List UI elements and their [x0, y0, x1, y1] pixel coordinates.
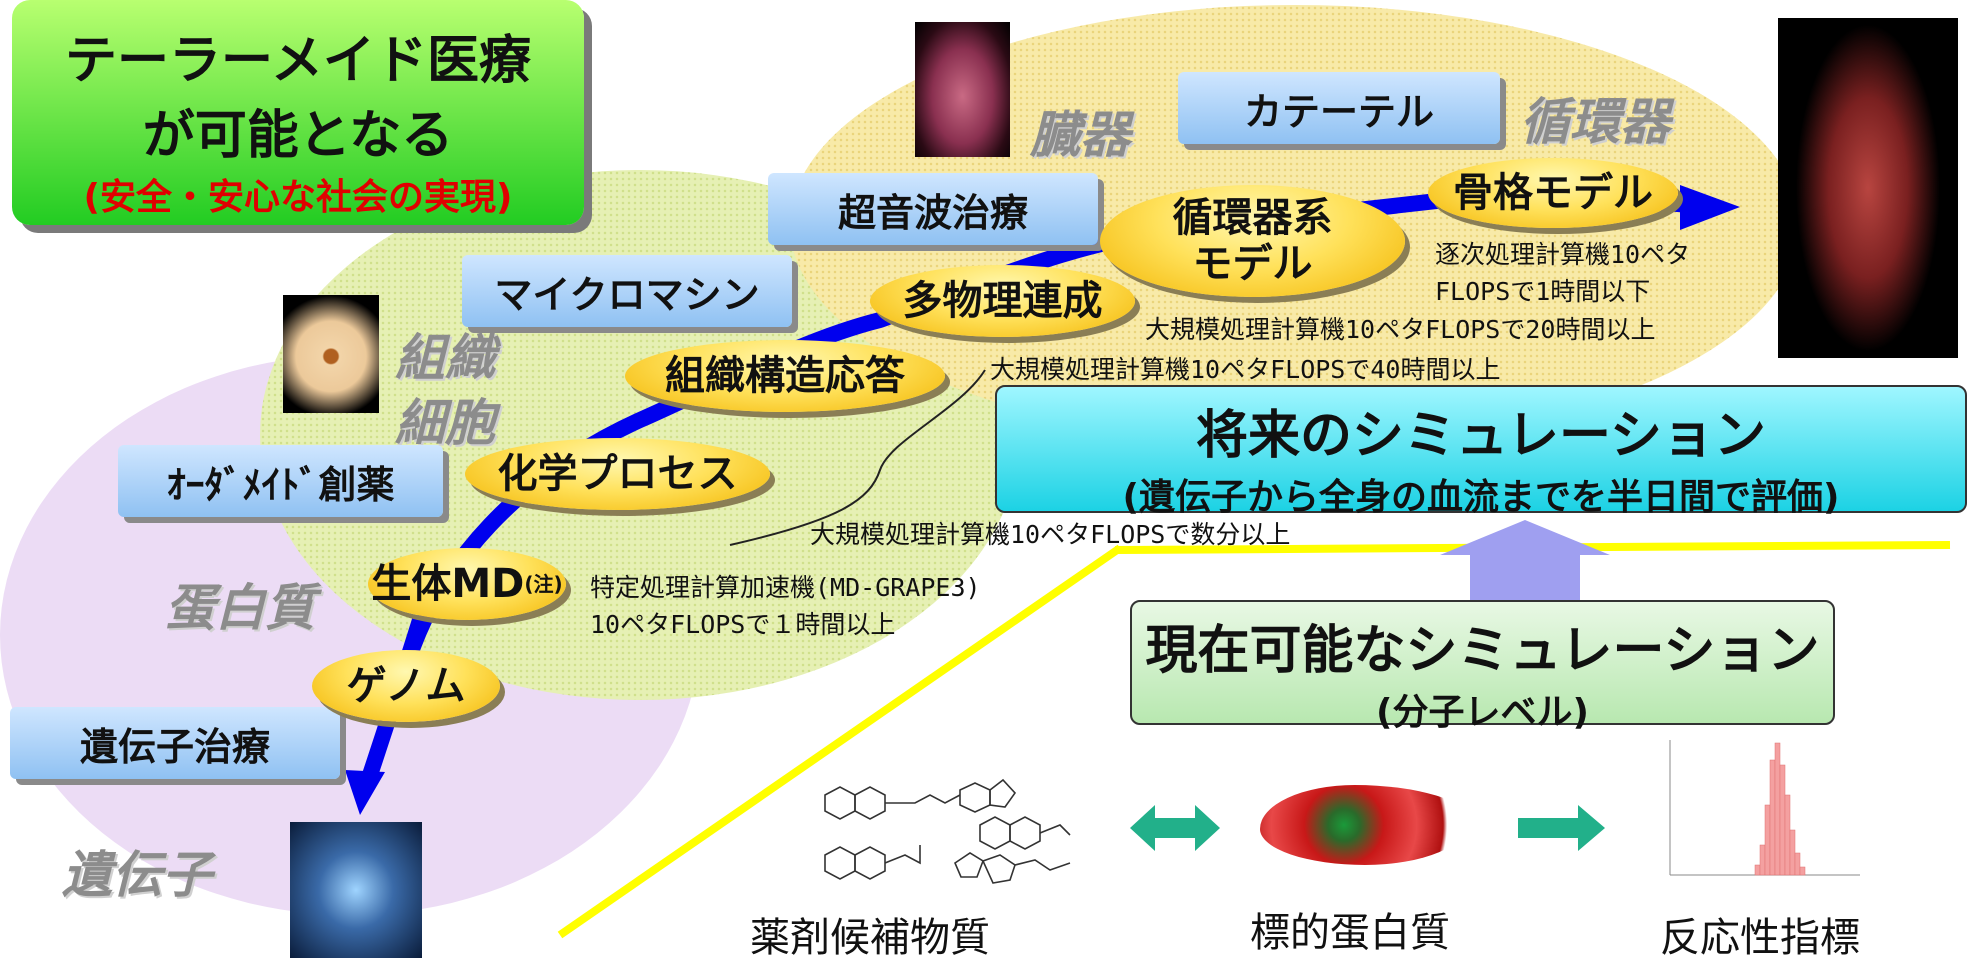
reactivity-histogram-image — [1669, 740, 1860, 876]
stage-skeleton-model: 骨格モデル — [1428, 158, 1678, 228]
micromachine-box: マイクロマシン — [462, 255, 792, 327]
ultrasound-box: 超音波治療 — [768, 173, 1098, 245]
note-large-20h: 大規模処理計算機10ペタFLOPSで20時間以上 — [1145, 315, 1656, 344]
yellow-divider-diagonal — [557, 544, 1123, 939]
flow-arrowhead-right — [1680, 185, 1740, 230]
dna-image — [290, 822, 422, 958]
current-simulation-subtitle: (分子レベル) — [1376, 692, 1589, 733]
catheter-box: カテーテル — [1178, 72, 1500, 144]
category-cell: 細胞 — [395, 394, 495, 452]
double-arrow — [1130, 805, 1220, 851]
note-special-line1: 特定処理計算加速機(MD-GRAPE3) — [590, 573, 981, 602]
target-protein-image — [1260, 785, 1470, 865]
stage-bio-md-label: 生体MD — [371, 561, 525, 607]
category-organ: 臓器 — [1030, 106, 1130, 164]
stage-bio-md-note: (注) — [524, 571, 563, 596]
stage-tissue-response: 組織構造応答 — [625, 340, 945, 412]
right-arrow — [1518, 805, 1605, 851]
cell-image — [283, 295, 379, 413]
future-simulation-subtitle: (遺伝子から全身の血流までを半日間で評価) — [1122, 477, 1840, 518]
note-special-line2: 10ペタFLOPSで１時間以上 — [590, 610, 896, 639]
upward-arrow — [1440, 520, 1610, 600]
stage-multiphysics: 多物理連成 — [870, 265, 1135, 337]
stage-circulatory-model-line2: モデル — [1192, 241, 1313, 287]
caption-reactivity-index: 反応性指標 — [1660, 915, 1860, 961]
caption-drug-candidates: 薬剤候補物質 — [750, 915, 990, 961]
category-gene: 遺伝子 — [62, 846, 212, 904]
headline-line1: テーラーメイド医療 — [65, 31, 531, 91]
stage-chemical-process: 化学プロセス — [465, 438, 770, 510]
stage-genome: ゲノム — [312, 650, 500, 722]
current-simulation-box: 現在可能なシミュレーション (分子レベル) — [1130, 600, 1835, 733]
stage-bio-md: 生体MD(注) — [368, 548, 566, 620]
headline-line3: (安全・安心な社会の実現) — [83, 177, 513, 218]
future-simulation-title: 将来のシミュレーション — [1196, 406, 1766, 466]
headline-line2: が可能となる — [142, 106, 454, 166]
drug-molecules-image — [824, 778, 1071, 884]
note-large-minutes: 大規模処理計算機10ペタFLOPSで数分以上 — [810, 520, 1291, 549]
flow-arrowhead-down — [345, 770, 385, 815]
caption-target-protein: 標的蛋白質 — [1250, 910, 1450, 956]
note-large-40h: 大規模処理計算機10ペタFLOPSで40時間以上 — [990, 355, 1501, 384]
category-circulatory: 循環器 — [1520, 93, 1670, 151]
headline-box: テーラーメイド医療 が可能となる (安全・安心な社会の実現) — [12, 0, 584, 225]
stage-circulatory-model: 循環器系 モデル — [1100, 185, 1405, 297]
future-simulation-box: 将来のシミュレーション (遺伝子から全身の血流までを半日間で評価) — [995, 385, 1967, 518]
current-simulation-title: 現在可能なシミュレーション — [1145, 621, 1820, 681]
gene-therapy-box: 遺伝子治療 — [10, 707, 340, 779]
stage-circulatory-model-line1: 循環器系 — [1172, 195, 1333, 241]
category-protein: 蛋白質 — [165, 579, 315, 637]
human-body-image — [1778, 18, 1958, 358]
note-sequential-line2: FLOPSで1時間以下 — [1435, 277, 1651, 306]
category-tissue: 組織 — [395, 329, 495, 387]
note-sequential-line1: 逐次処理計算機10ペタ — [1435, 240, 1691, 269]
heart-image — [915, 22, 1010, 157]
brace-bracket — [729, 369, 986, 546]
order-made-drug-box: ｵｰﾀﾞﾒｲﾄﾞ創薬 — [118, 445, 443, 517]
